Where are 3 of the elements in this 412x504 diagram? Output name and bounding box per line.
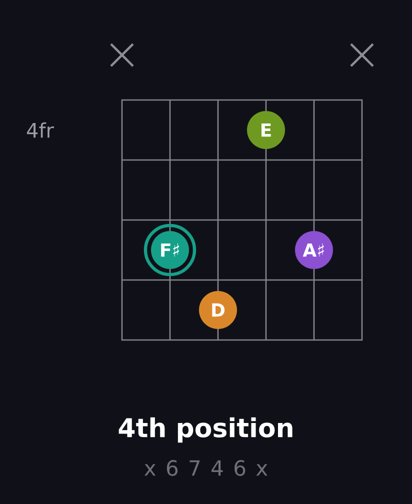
fret-number-label: 4fr (26, 122, 54, 138)
chord-title: 4th position (118, 417, 292, 443)
fret-pattern-text: x 6 7 4 6 x (144, 460, 268, 476)
